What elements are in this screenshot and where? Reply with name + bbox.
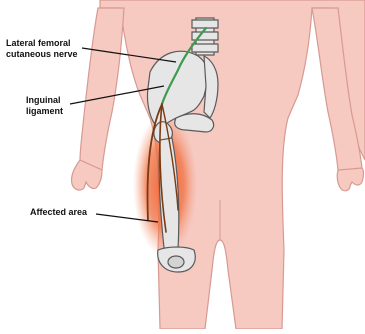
label-lateral-femoral-cutaneous-nerve: Lateral femoral cutaneous nerve [6, 38, 78, 60]
patella [168, 256, 184, 268]
label-inguinal-ligament: Inguinal ligament [26, 95, 63, 117]
vertebra-3 [192, 44, 218, 52]
vertebra-2 [192, 32, 218, 40]
label-affected-area: Affected area [30, 207, 87, 218]
vertebra-1 [192, 20, 218, 28]
right-hand [337, 168, 363, 191]
left-arm [80, 8, 124, 175]
